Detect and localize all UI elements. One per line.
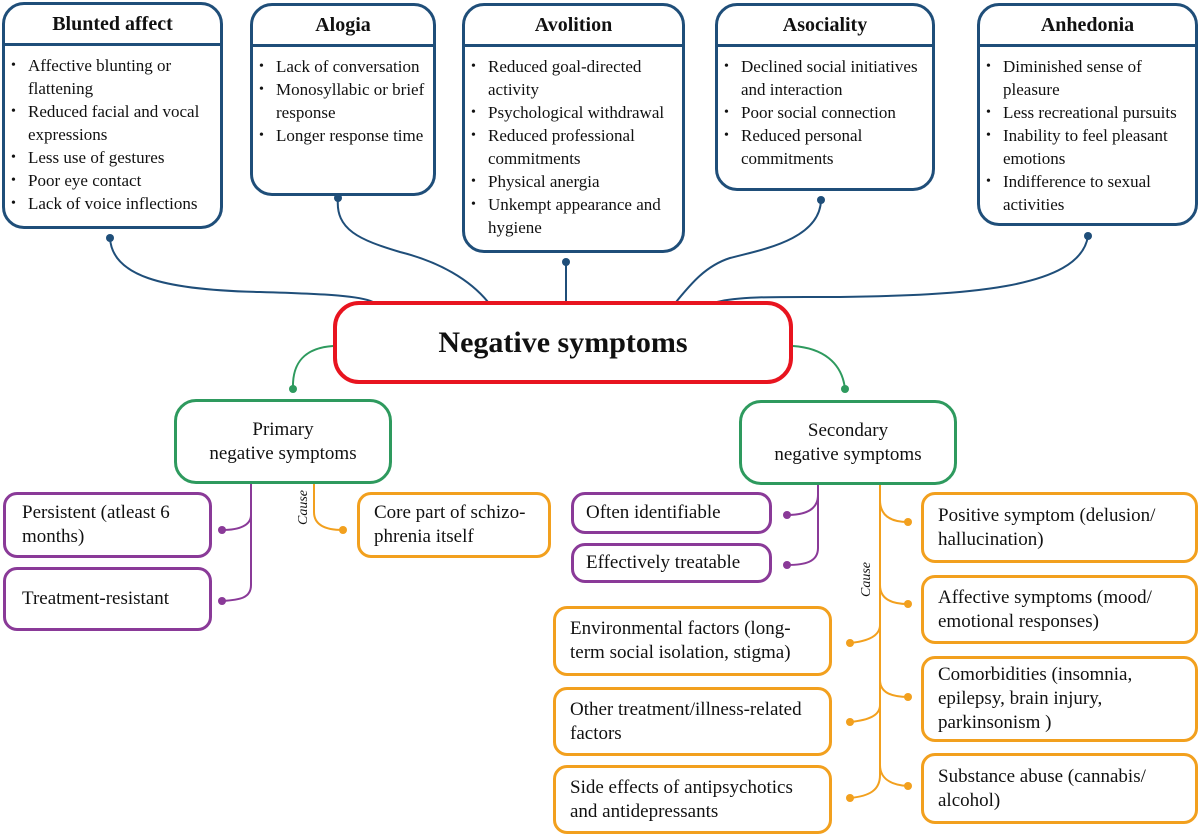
connector-anhedonia [716, 235, 1089, 303]
secondary-cause-label: Cause [859, 562, 874, 597]
list-item: Less recreational pursuits [986, 101, 1191, 124]
domain-items: Diminished sense of pleasure Less recrea… [980, 47, 1195, 216]
center-node: Negative symptoms [333, 301, 793, 384]
trunk-primary-features [221, 483, 252, 602]
domain-title: Anhedonia [980, 6, 1195, 47]
domain-box-asociality: Asociality Declined social initiatives a… [715, 3, 935, 191]
list-item: Diminished sense of pleasure [986, 55, 1191, 101]
secondary-cause-environmental: Environmental factors (long-term social … [553, 606, 832, 676]
list-item: Lack of conversation [259, 55, 429, 78]
domain-items: Affective blunting or flattening Reduced… [5, 46, 220, 215]
domain-title: Alogia [253, 6, 433, 47]
center-title: Negative symptoms [438, 325, 688, 359]
list-item: Psychological withdrawal [471, 101, 678, 124]
list-item: Inability to feel pleasant emotions [986, 124, 1191, 170]
primary-cause-label: Cause [296, 490, 311, 525]
connector-blunted-affect [109, 237, 374, 303]
domain-items: Declined social initiatives and interact… [718, 47, 932, 170]
primary-feature-persistent: Persistent (atleast 6 months) [3, 492, 212, 558]
list-item: Less use of gestures [11, 146, 216, 169]
domain-items: Reduced goal-directed activity Psycholog… [465, 47, 682, 239]
branch-often-identifiable [786, 494, 819, 516]
secondary-cause-other-treatment: Other treatment/illness-related factors [553, 687, 832, 756]
dot-anhedonia [1084, 232, 1092, 240]
list-item: Lack of voice inflections [11, 192, 216, 215]
list-item: Reduced facial and vocal expressions [11, 100, 216, 146]
secondary-cause-affective-symptoms: Affective symptoms (mood/ emotional resp… [921, 575, 1198, 644]
list-item: Indifference to sexual activities [986, 170, 1191, 216]
list-item: Declined social initiatives and interact… [724, 55, 928, 101]
dot-alogia [334, 194, 342, 202]
trunk-primary-cause [313, 483, 344, 531]
primary-node: Primary negative symptoms [174, 399, 392, 484]
connector-secondary [792, 345, 846, 390]
list-item: Physical anergia [471, 170, 678, 193]
list-item: Reduced personal commitments [724, 124, 928, 170]
dot-asociality [817, 196, 825, 204]
dot-primary [289, 385, 297, 393]
secondary-feature-often-identifiable: Often identifiable [571, 492, 772, 534]
list-item: Reduced professional commitments [471, 124, 678, 170]
secondary-feature-effectively-treatable: Effectively treatable [571, 543, 772, 583]
dot-avolition [562, 258, 570, 266]
branch-persistent [221, 514, 252, 531]
list-item: Poor eye contact [11, 169, 216, 192]
list-item: Poor social connection [724, 101, 928, 124]
domain-box-alogia: Alogia Lack of conversation Monosyllabic… [250, 3, 436, 196]
connector-asociality [675, 199, 822, 303]
secondary-cause-comorbidities: Comorbidities (insomnia, epilepsy, brain… [921, 656, 1198, 742]
list-item: Affective blunting or flattening [11, 54, 216, 100]
list-item: Unkempt appearance and hygiene [471, 193, 678, 239]
connector-primary [291, 345, 334, 390]
domain-box-avolition: Avolition Reduced goal-directed activity… [462, 3, 685, 253]
domain-title: Asociality [718, 6, 932, 47]
secondary-node: Secondary negative symptoms [739, 400, 957, 485]
list-item: Reduced goal-directed activity [471, 55, 678, 101]
dot-secondary [841, 385, 849, 393]
secondary-cause-side-effects: Side effects of antipsychotics and antid… [553, 765, 832, 834]
list-item: Monosyllabic or brief response [259, 78, 429, 124]
trunk-secondary-features [786, 484, 819, 566]
domain-box-blunted-affect: Blunted affect Affective blunting or fla… [2, 2, 223, 229]
domain-items: Lack of conversation Monosyllabic or bri… [253, 47, 433, 147]
secondary-cause-substance-abuse: Substance abuse (cannabis/ alcohol) [921, 753, 1198, 824]
trunk-secondary-cause [849, 484, 881, 799]
secondary-cause-positive-symptom: Positive symptom (delusion/ hallucinatio… [921, 492, 1198, 563]
domain-title: Blunted affect [5, 5, 220, 46]
domain-box-anhedonia: Anhedonia Diminished sense of pleasure L… [977, 3, 1198, 226]
dot-blunted-affect [106, 234, 114, 242]
connector-alogia [336, 197, 489, 303]
primary-feature-treatment-resistant: Treatment-resistant [3, 567, 212, 631]
primary-cause-core: Core part of schizo-phrenia itself [357, 492, 551, 558]
domain-title: Avolition [465, 6, 682, 47]
list-item: Longer response time [259, 124, 429, 147]
